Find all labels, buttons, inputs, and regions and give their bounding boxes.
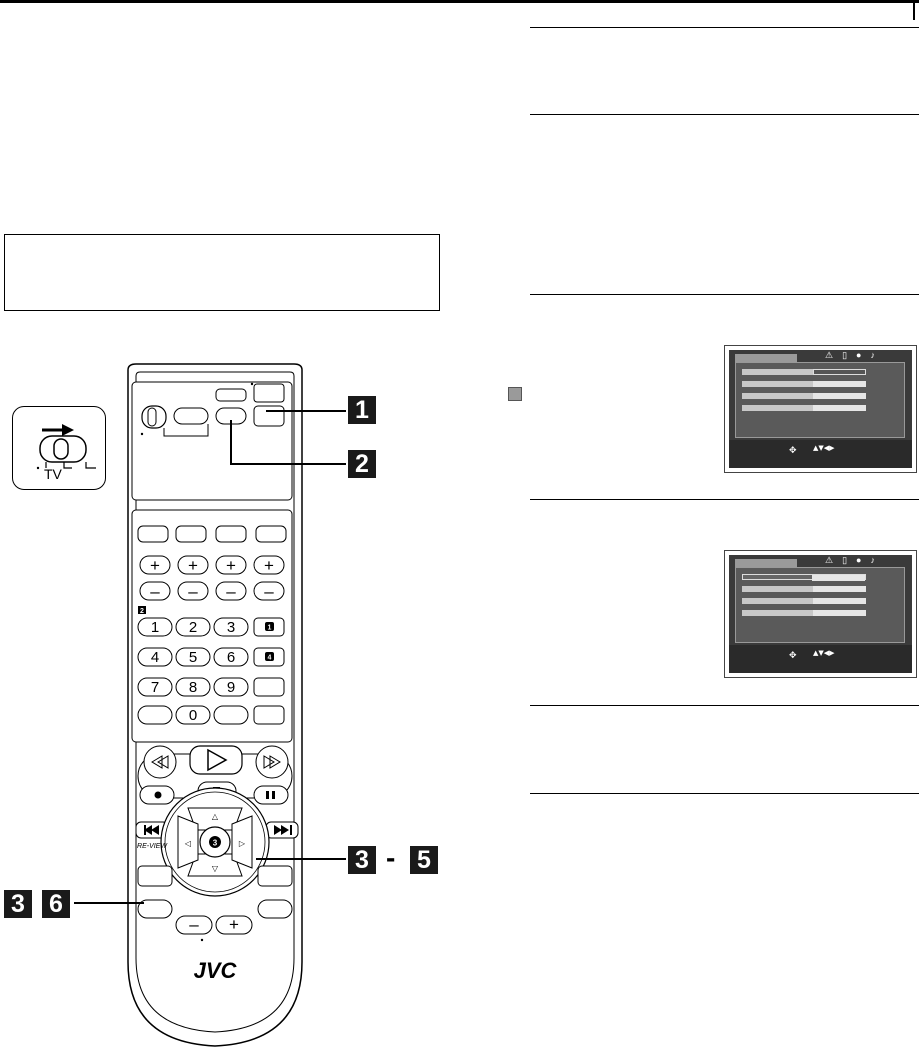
osd-nav-icon: ✥ [789, 446, 797, 456]
svg-text:–: – [188, 582, 198, 601]
osd-footer [729, 440, 912, 468]
key-5: 5 [189, 649, 197, 666]
svg-text:△: △ [212, 812, 219, 821]
gray-marker [508, 387, 522, 401]
brand-logo: JVC [194, 958, 238, 983]
svg-text:◁: ◁ [184, 839, 191, 848]
svg-text:–: – [264, 582, 274, 601]
osd-screen-1: ⚠▯●♪ ✥ ▲▼◀▶ [724, 345, 917, 473]
tv-switch-inset [12, 406, 106, 490]
key-2: 2 [189, 619, 197, 636]
note-box [4, 234, 440, 311]
section-rule-3 [530, 294, 919, 295]
step-badge-6: 6 [42, 890, 70, 918]
review-label: RE-VIEW [137, 843, 168, 850]
osd-nav-icon-2: ✥ [789, 651, 797, 661]
switch-icon [36, 424, 96, 470]
svg-text:–: – [226, 582, 236, 601]
callout-line-2b [230, 463, 346, 465]
callout-line-3-5 [256, 858, 346, 860]
keypad-marker-left: 2 [140, 608, 144, 615]
callout-line-3-6 [74, 902, 144, 904]
key-6: 6 [227, 649, 235, 666]
svg-text:▽: ▽ [212, 864, 219, 873]
key-0: 0 [189, 707, 197, 724]
section-rule-1 [530, 27, 919, 28]
osd-panel [735, 362, 905, 438]
svg-text:+: + [229, 915, 239, 934]
step-badge-5: 5 [410, 846, 438, 874]
keypad-marker-right-top: 1 [268, 625, 272, 632]
osd-tab [735, 354, 797, 362]
key-1: 1 [151, 619, 159, 636]
key-7: 7 [151, 679, 159, 696]
osd-arrows-icon-2: ▲▼◀▶ [813, 649, 835, 657]
key-4: 4 [151, 649, 159, 666]
ok-mark: 3 [213, 839, 218, 848]
svg-text:–: – [150, 582, 160, 601]
svg-text:▷: ▷ [239, 839, 246, 848]
key-3: 3 [227, 619, 235, 636]
key-8: 8 [189, 679, 197, 696]
svg-text:+: + [264, 556, 274, 575]
section-rule-2 [530, 114, 919, 115]
callout-line-1 [266, 410, 346, 412]
osd-menu-icons: ⚠▯●♪ [825, 350, 884, 360]
remote-control: △ ▽ ◁ ▷ 3 RE-VIEW 1 2 3 4 5 6 7 8 9 0 + … [127, 363, 303, 1047]
section-rule-5 [530, 705, 919, 706]
osd-arrows-icon: ▲▼◀▶ [813, 444, 835, 452]
step-badge-1: 1 [348, 396, 376, 424]
callout-line-2a [230, 420, 232, 464]
svg-text:+: + [150, 556, 160, 575]
step-badge-3b: 3 [4, 890, 32, 918]
step-badge-2: 2 [348, 450, 376, 478]
section-rule-4 [530, 499, 919, 500]
right-edge-mark [913, 0, 915, 20]
top-rule [0, 0, 919, 3]
keypad-marker-right-mid: 4 [268, 655, 272, 662]
section-rule-6 [530, 793, 919, 794]
osd-screen-2: ⚠▯●♪ ✥ ▲▼◀▶ [724, 550, 917, 678]
osd-menu-icons-2: ⚠▯●♪ [825, 555, 884, 565]
svg-text:+: + [188, 556, 198, 575]
svg-text:–: – [189, 915, 199, 934]
key-9: 9 [227, 679, 235, 696]
step-range-separator: - [386, 842, 396, 873]
tv-label: TV [44, 466, 62, 482]
step-badge-3: 3 [348, 846, 376, 874]
svg-text:+: + [226, 556, 236, 575]
